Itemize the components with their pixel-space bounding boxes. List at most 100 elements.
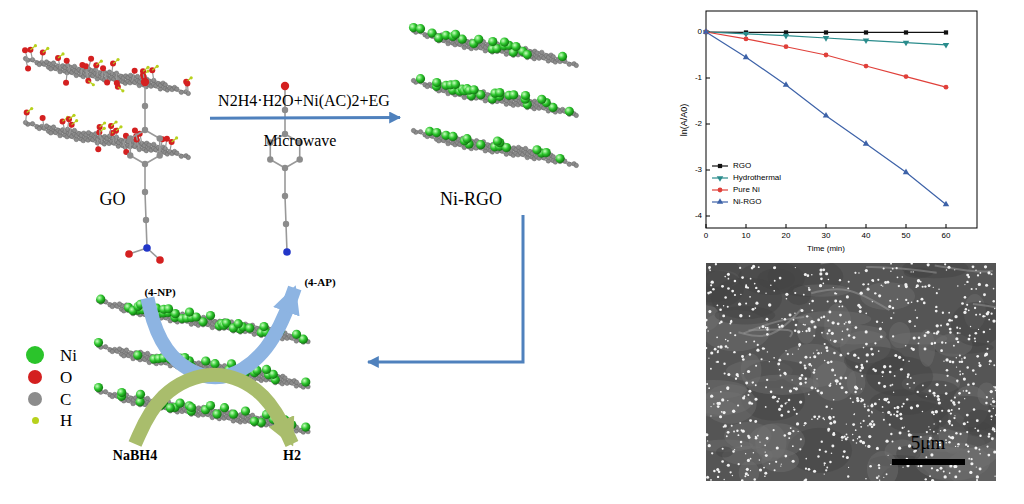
oxygen-atom bbox=[64, 58, 70, 64]
carbon-atom bbox=[152, 142, 156, 146]
carbon-atom bbox=[282, 193, 288, 199]
nanoparticle-dot bbox=[846, 423, 847, 424]
carbon-atom bbox=[179, 154, 183, 158]
oxygen-atom bbox=[132, 127, 138, 133]
nickel-particle bbox=[259, 322, 268, 331]
series-marker bbox=[864, 30, 868, 34]
oxygen-atom bbox=[114, 80, 120, 86]
nanoparticle-dot bbox=[707, 330, 708, 331]
carbon-bonds bbox=[99, 346, 309, 388]
nanoparticle-dot bbox=[905, 345, 907, 347]
carbon-atom bbox=[297, 156, 303, 162]
hydrogen-atom bbox=[190, 76, 193, 79]
nanoparticle-dot bbox=[861, 388, 862, 389]
nickel-particle bbox=[542, 148, 551, 157]
nanoparticle-dot bbox=[975, 269, 976, 270]
nanoparticle-dot bbox=[944, 263, 946, 265]
nanoparticle-dot bbox=[890, 433, 892, 435]
nanoparticle-dot bbox=[822, 417, 824, 419]
carbon-atom bbox=[540, 50, 544, 54]
nanoparticle-dot bbox=[780, 405, 783, 408]
sem-texture bbox=[890, 332, 947, 345]
nanoparticle-dot bbox=[794, 312, 795, 313]
nickel-particle bbox=[187, 403, 196, 412]
nanoparticle-dot bbox=[766, 379, 768, 381]
series-marker bbox=[703, 28, 709, 34]
carbon-atoms bbox=[96, 343, 310, 389]
nanoparticle-dot bbox=[865, 313, 867, 315]
nanoparticle-dot bbox=[774, 280, 776, 282]
nanoparticle-dot bbox=[908, 320, 911, 323]
sem-texture bbox=[787, 285, 811, 305]
nanoparticle-dot bbox=[731, 425, 733, 427]
nanoparticle-dot bbox=[724, 296, 727, 299]
nickel-particle bbox=[565, 107, 574, 116]
carbon-bonds bbox=[99, 301, 309, 343]
nickel-particle bbox=[301, 422, 310, 431]
oxygen-atom bbox=[156, 256, 164, 264]
nickel-particle bbox=[136, 390, 145, 399]
nanoparticle-dot bbox=[827, 361, 830, 364]
nanoparticle-dot bbox=[882, 376, 883, 377]
hydrogen-atom bbox=[61, 52, 64, 55]
nickel-particle bbox=[301, 377, 310, 386]
oxygen-atom bbox=[141, 78, 149, 86]
nanoparticle-dot bbox=[948, 420, 951, 423]
nanoparticle-dot bbox=[750, 470, 751, 471]
nickel-particle bbox=[262, 365, 271, 374]
nanoparticle-dot bbox=[831, 445, 834, 448]
oxygen-atom bbox=[132, 68, 138, 74]
hydrogen-atom bbox=[46, 47, 49, 50]
nanoparticle-dot bbox=[706, 326, 707, 329]
nanoparticle-dot bbox=[975, 314, 977, 316]
nanoparticle-dot bbox=[795, 387, 798, 390]
series-marker bbox=[904, 74, 909, 79]
nanoparticle-dot bbox=[977, 429, 979, 431]
nanoparticle-dot bbox=[908, 360, 910, 362]
nanoparticle-dot bbox=[870, 404, 873, 407]
nanoparticle-dot bbox=[865, 478, 867, 480]
carbon-atoms bbox=[23, 120, 190, 159]
nanoparticle-dot bbox=[945, 392, 948, 395]
nickel-particle bbox=[96, 295, 105, 304]
nickel-particle bbox=[451, 30, 460, 39]
hydrogen-atom bbox=[116, 58, 119, 61]
sem-texture bbox=[821, 325, 886, 345]
nanoparticle-dot bbox=[965, 390, 967, 392]
oxygen-atom bbox=[100, 65, 106, 71]
nanoparticle-dot bbox=[880, 335, 883, 338]
nanoparticle-dot bbox=[804, 324, 806, 326]
carbon-atom bbox=[145, 396, 149, 400]
series-marker bbox=[903, 169, 909, 175]
nanoparticle-dot bbox=[710, 395, 713, 398]
nanoparticle-dot bbox=[777, 362, 780, 365]
carbon-atom bbox=[179, 90, 183, 94]
carbon-atom bbox=[127, 135, 133, 141]
carbon-atom bbox=[37, 62, 41, 66]
nanoparticle-dot bbox=[856, 442, 858, 444]
nanoparticle-dot bbox=[936, 469, 938, 471]
nanoparticle-dot bbox=[918, 342, 920, 344]
nanoparticle-dot bbox=[809, 303, 810, 304]
nanoparticle-dot bbox=[900, 368, 902, 370]
carbon-atoms bbox=[96, 298, 310, 344]
nanoparticle-dot bbox=[990, 415, 992, 417]
nanoparticle-dot bbox=[955, 432, 957, 434]
carbon-atom bbox=[142, 127, 148, 133]
ni-rgo-illustration bbox=[409, 23, 579, 168]
nanoparticle-dot bbox=[792, 445, 794, 447]
nanoparticle-dot bbox=[787, 410, 790, 413]
carbon-atom bbox=[523, 146, 527, 150]
sem-texture bbox=[739, 461, 760, 481]
nanoparticle-dot bbox=[913, 271, 914, 272]
carbon-atom bbox=[411, 78, 415, 82]
nanoparticle-dot bbox=[727, 373, 730, 376]
nanoparticle-dot bbox=[899, 432, 902, 435]
nanoparticle-dot bbox=[963, 311, 966, 314]
carbon-atom bbox=[143, 217, 149, 223]
nickel-particle bbox=[166, 403, 175, 412]
hydrogen-atom bbox=[92, 83, 95, 86]
oxygen-atom bbox=[184, 80, 190, 86]
nanoparticle-dot bbox=[724, 276, 726, 278]
series-marker bbox=[823, 112, 829, 118]
